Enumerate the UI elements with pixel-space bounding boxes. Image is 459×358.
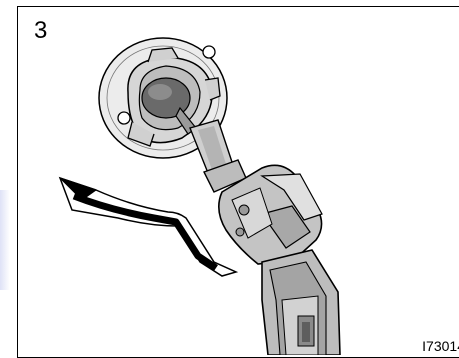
bolt-hole-icon [203, 46, 215, 58]
bolt-hole-icon [118, 112, 130, 124]
wire-connector [262, 250, 340, 355]
pull-direction-arrow [60, 178, 236, 276]
